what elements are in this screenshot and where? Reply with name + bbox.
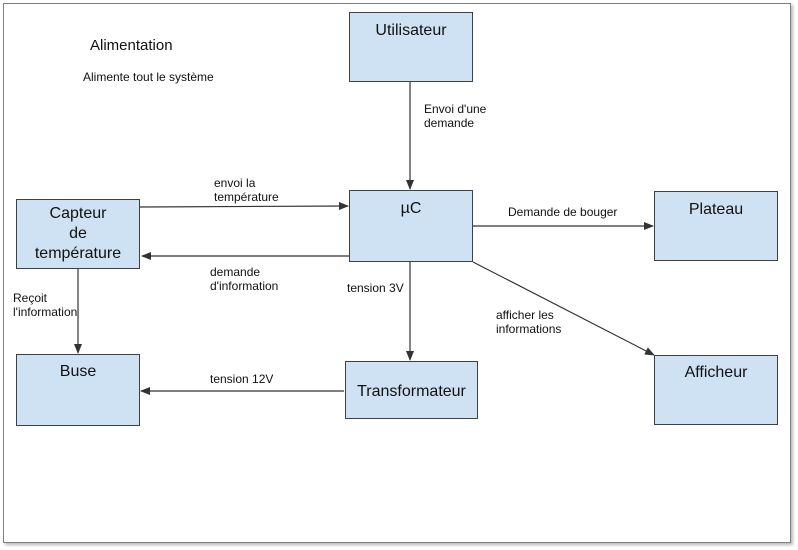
- block-transformer-label: Transformateur: [357, 383, 466, 400]
- link-sensor-to-mcu-label: envoi la température: [214, 176, 279, 204]
- block-nozzle-label: Buse: [59, 363, 97, 380]
- block-user-label: Utilisateur: [375, 22, 447, 39]
- block-sensor-label-3: température: [34, 245, 122, 262]
- link-mcu-to-sensor-label: demande d'information: [210, 265, 278, 293]
- link-mcu-to-display-label: afficher les informations: [496, 308, 561, 336]
- link-mcu-to-sensor-line-1: demande: [210, 265, 261, 279]
- link-mcu-to-display-line-1: afficher les: [496, 308, 554, 322]
- link-transformer-to-nozzle-label: tension 12V: [210, 372, 274, 386]
- power-subtitle: Alimente tout le système: [83, 70, 214, 84]
- block-nozzle[interactable]: Buse: [16, 354, 140, 426]
- link-sensor-to-nozzle-label: Reçoit l'information: [13, 291, 77, 319]
- link-mcu-to-plate-label: Demande de bouger: [508, 205, 618, 219]
- link-sensor-to-mcu-line-1: envoi la: [214, 176, 256, 190]
- block-transformer[interactable]: Transformateur: [345, 361, 478, 419]
- link-sensor-to-mcu-line-2: température: [214, 190, 279, 204]
- block-sensor[interactable]: Capteur de température: [16, 199, 140, 269]
- link-user-to-mcu-line-1: Envoi d'une: [424, 102, 487, 116]
- block-display-label: Afficheur: [684, 364, 748, 381]
- link-mcu-to-transformer-label: tension 3V: [347, 281, 404, 295]
- link-sensor-to-nozzle-line-2: l'information: [13, 305, 78, 319]
- block-mcu-label: µC: [400, 200, 422, 217]
- block-sensor-label-1: Capteur: [49, 205, 107, 222]
- link-user-to-mcu-label: Envoi d'une demande: [424, 102, 486, 130]
- link-mcu-to-sensor-line-2: d'information: [210, 279, 279, 293]
- block-plate[interactable]: Plateau: [654, 191, 778, 261]
- diagram-canvas: [3, 3, 791, 543]
- block-sensor-label-2: de: [69, 225, 87, 242]
- power-title: Alimentation: [90, 37, 173, 54]
- block-display[interactable]: Afficheur: [654, 355, 778, 425]
- arrow-sensor-to-mcu: [139, 202, 349, 211]
- link-sensor-to-nozzle-line-1: Reçoit: [13, 291, 48, 305]
- block-plate-label: Plateau: [688, 201, 744, 218]
- block-mcu[interactable]: µC: [349, 190, 473, 262]
- link-mcu-to-display-line-2: informations: [496, 322, 562, 336]
- arrow-mcu-to-display: [472, 261, 655, 356]
- link-user-to-mcu-line-2: demande: [424, 116, 475, 130]
- block-user[interactable]: Utilisateur: [349, 12, 473, 82]
